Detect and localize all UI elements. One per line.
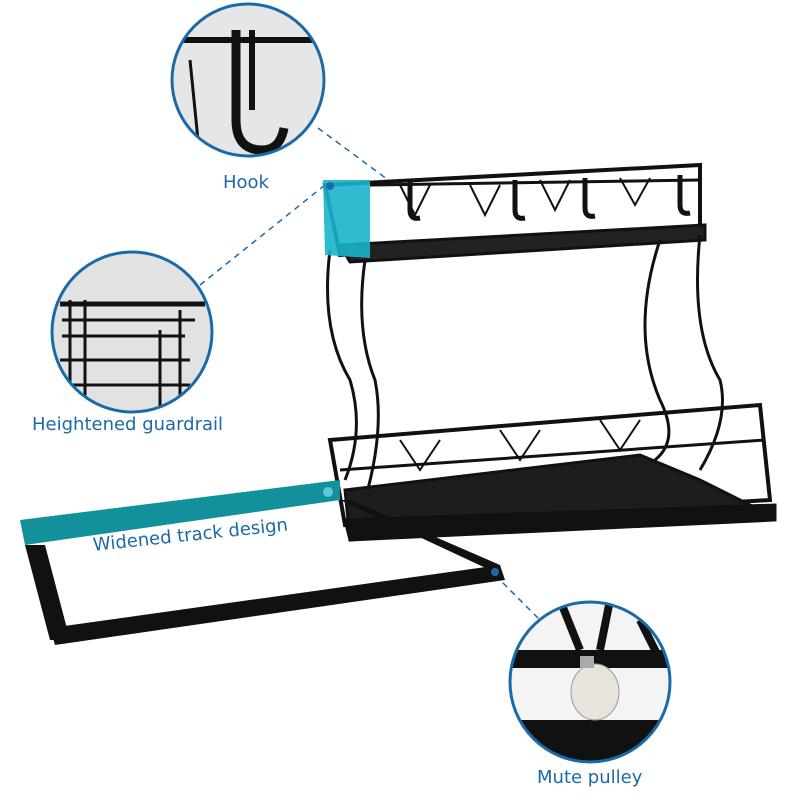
hook-label: Hook [223, 172, 269, 193]
guardrail-detail-circle [50, 250, 214, 414]
rack [322, 162, 777, 542]
sliding-track [20, 480, 505, 645]
hook-detail-circle [170, 2, 326, 158]
guardrail-label: Heightened guardrail [32, 414, 224, 435]
pulley-detail-circle [508, 600, 672, 764]
leader-lines [199, 127, 546, 626]
guardrail-highlight [323, 180, 370, 258]
pulley-label: Mute pulley [537, 767, 643, 788]
